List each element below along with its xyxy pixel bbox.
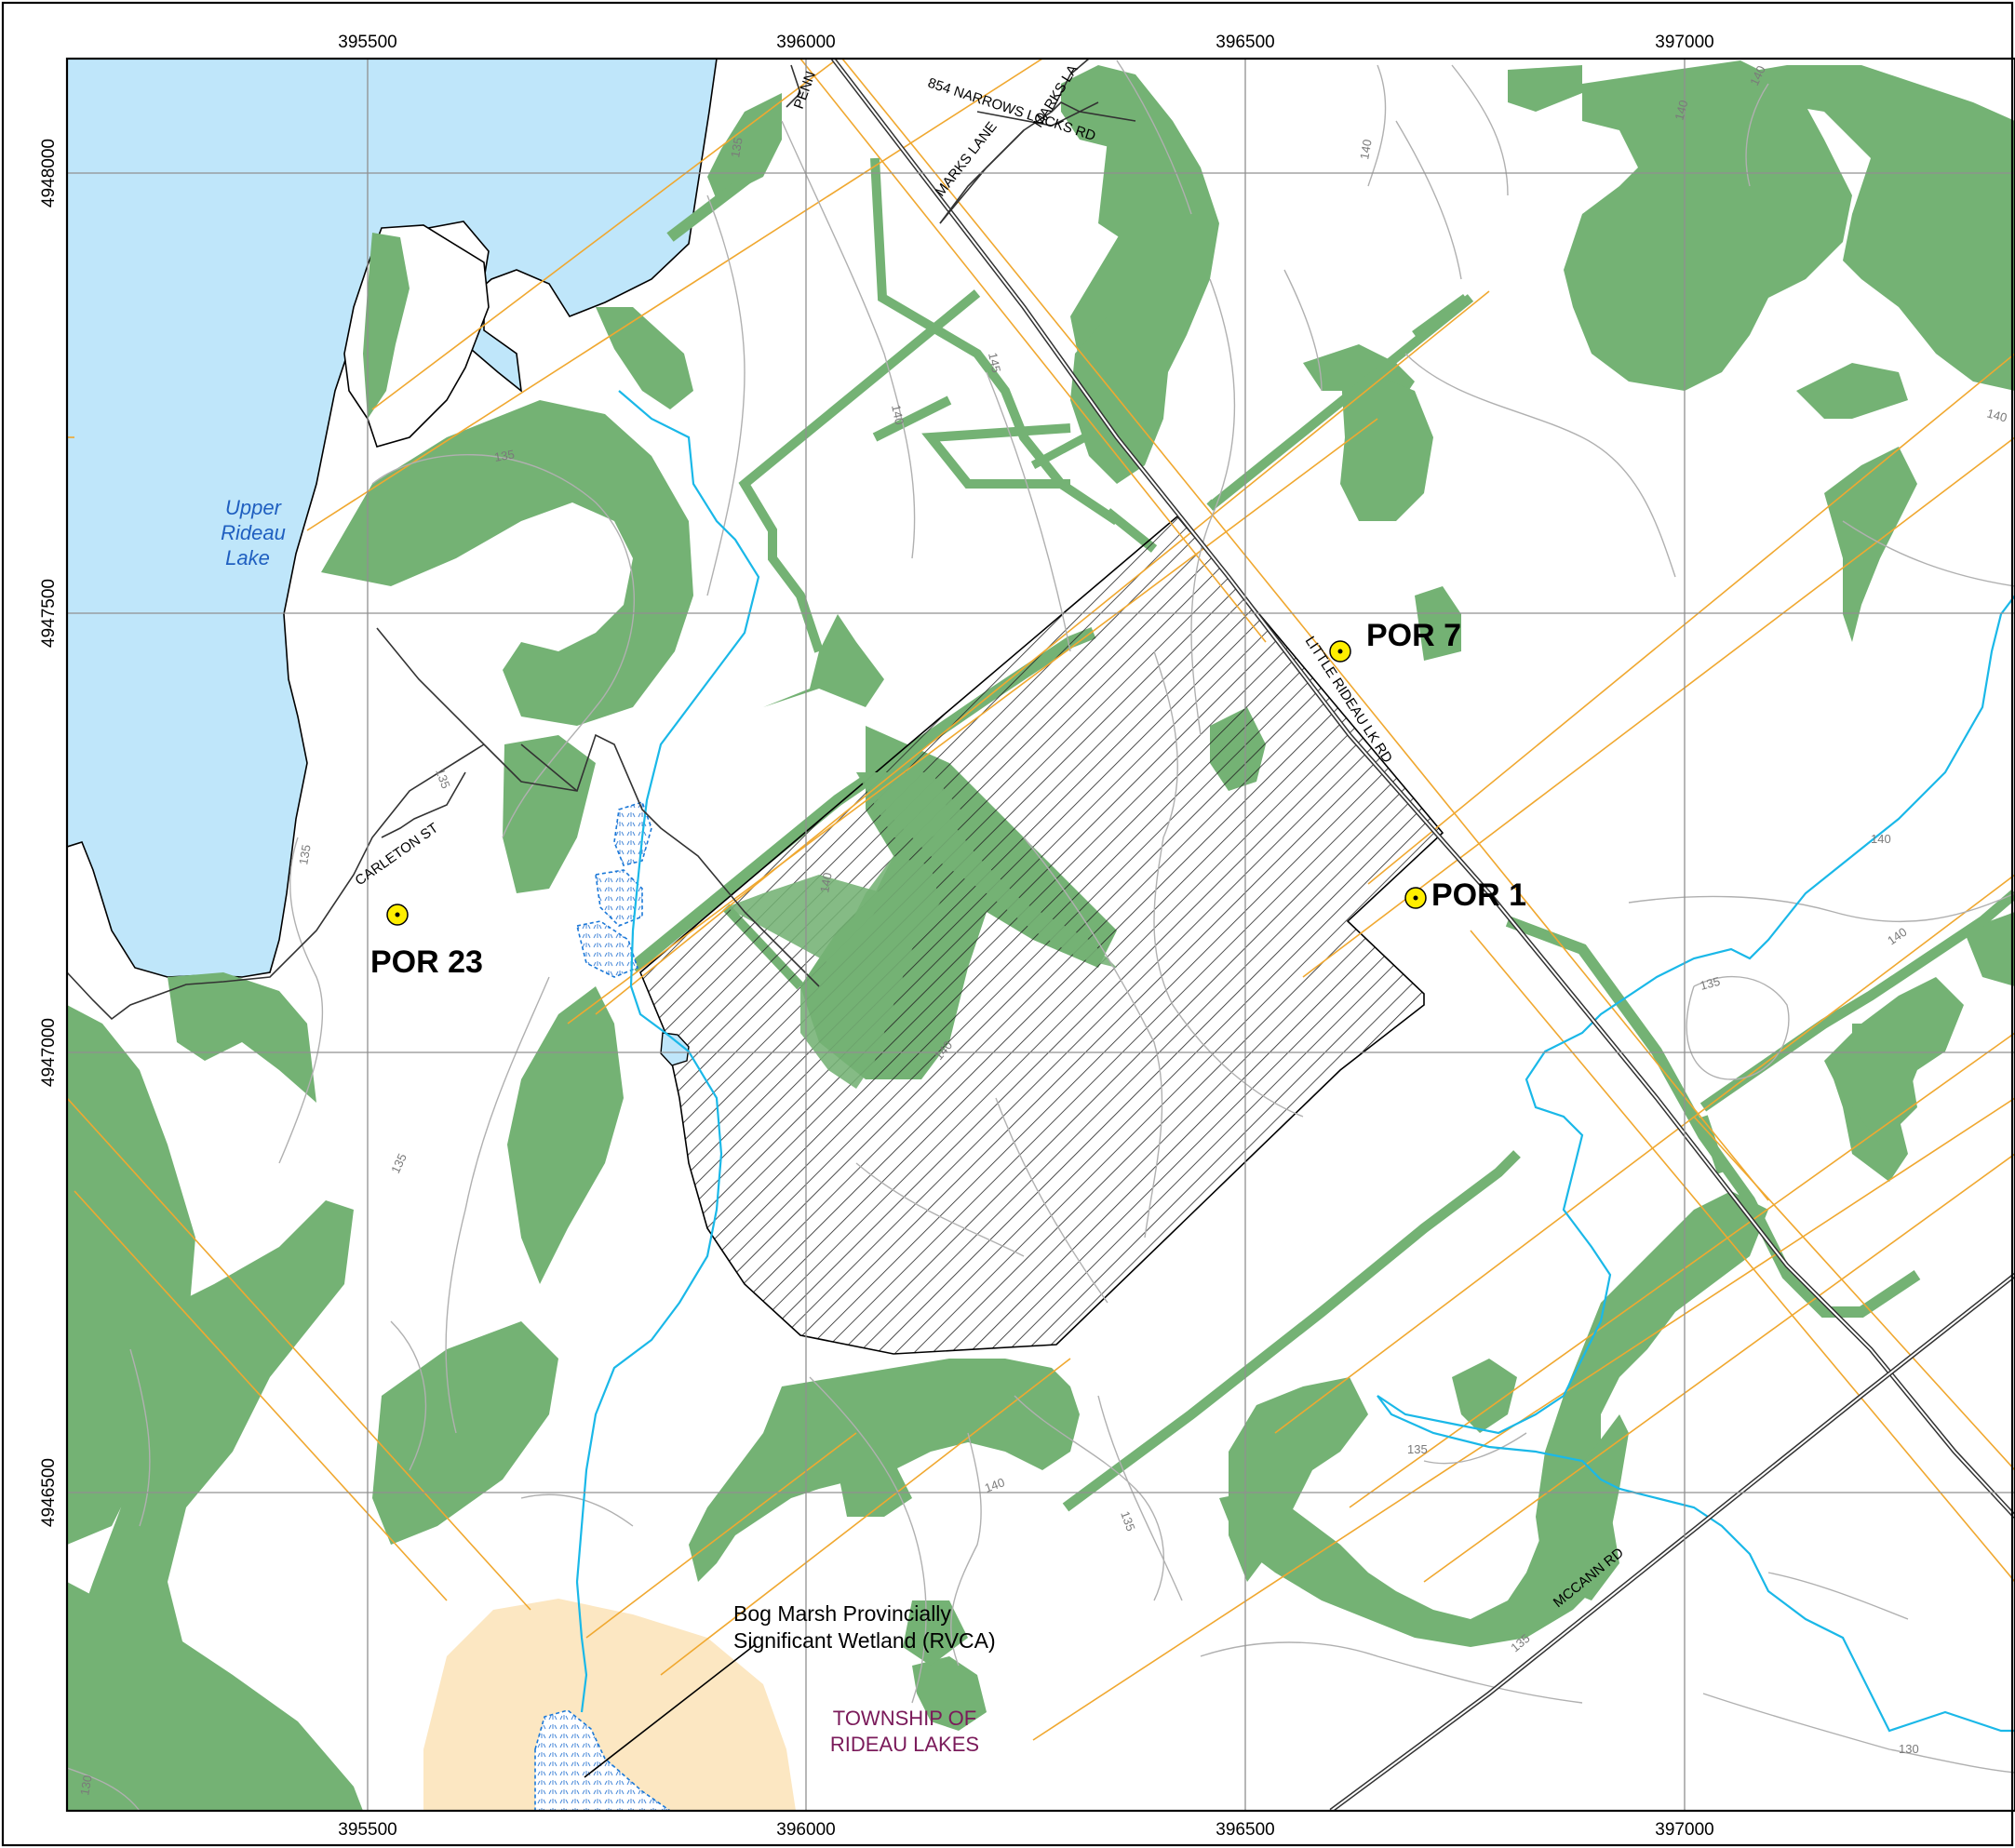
contour-label: 140 [1885, 925, 1909, 948]
contour-label: 140 [1672, 99, 1690, 122]
contour-label: 140 [1871, 832, 1891, 846]
easting-label: 396000 [776, 1820, 835, 1840]
contour-label: 135 [1407, 1442, 1428, 1456]
northing-label: 4947000 [39, 1018, 59, 1087]
streams [575, 390, 2015, 1733]
contour-label: 140 [983, 1475, 1007, 1495]
northing-label: 4947500 [39, 579, 59, 648]
contour-label: 140 [889, 404, 907, 426]
easting-label: 397000 [1655, 1820, 1713, 1840]
receptor-label: POR 7 [1366, 618, 1461, 653]
easting-label: 395500 [338, 33, 396, 52]
hedgerows [628, 157, 2015, 1512]
contour-labels: 145 140 140 140 135 135 135 135 140 140 … [77, 63, 2008, 1796]
contour-label: 130 [77, 1774, 95, 1797]
contour-label: 135 [493, 447, 516, 464]
map-frame [65, 57, 2015, 1813]
wetland-label-line: Significant Wetland (RVCA) [733, 1628, 996, 1653]
contour-label: 145 [986, 352, 1003, 374]
lot-lines [67, 59, 2015, 1741]
easting-label: 395500 [338, 1820, 396, 1840]
easting-labels-bottom: 395500 396000 396500 397000 [338, 1820, 1713, 1840]
lake-label-line: Rideau [221, 521, 286, 544]
contour-label: 140 [1357, 139, 1375, 161]
easting-label: 396500 [1216, 1820, 1274, 1840]
lake-label-line: Upper [225, 496, 283, 519]
easting-label: 396500 [1216, 33, 1274, 52]
lake-label-line: Lake [225, 546, 270, 569]
contour-label: 130 [1899, 1742, 1919, 1756]
northing-label: 4948000 [39, 139, 59, 208]
coordinate-grid [67, 59, 2015, 1811]
lake-label: Upper Rideau Lake [221, 496, 286, 569]
northing-label: 4946500 [39, 1458, 59, 1527]
easting-labels-top: 395500 396000 396500 397000 [338, 33, 1713, 52]
easting-label: 396000 [776, 33, 835, 52]
contour-label: 135 [296, 844, 314, 866]
small-wetlands [576, 801, 652, 978]
northing-labels: 4948000 4947500 4947000 4946500 [39, 139, 59, 1527]
receptor-label: POR 23 [370, 944, 483, 980]
wetland-label-line: Bog Marsh Provincially [733, 1601, 951, 1626]
bog-marsh-symbols [534, 1709, 672, 1811]
contour-label: 135 [388, 1151, 410, 1175]
contour-label: 135 [1118, 1509, 1138, 1533]
receptor-label: POR 1 [1431, 877, 1526, 913]
township-label-line: RIDEAU LAKES [830, 1733, 979, 1756]
easting-label: 397000 [1655, 33, 1713, 52]
contour-label: 140 [1985, 406, 2008, 424]
roads [67, 59, 2015, 1811]
contour-lines [67, 60, 2015, 1811]
contour-label: 135 [728, 137, 746, 159]
contour-label: 135 [433, 767, 453, 791]
wetland-leader-line [584, 1643, 757, 1778]
bog-marsh-wetland [423, 1599, 796, 1811]
contour-label: 135 [1699, 974, 1722, 993]
contour-label: 140 [817, 872, 835, 894]
receptor-markers: POR 7 POR 1 POR 23 [370, 618, 1526, 980]
township-label-line: TOWNSHIP OF [833, 1707, 976, 1730]
